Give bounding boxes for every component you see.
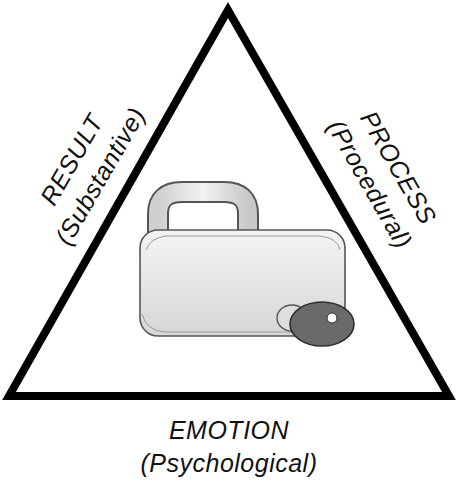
side-label: EMOTION (Psychological) — [140, 414, 317, 480]
lock-edge — [146, 236, 340, 250]
triangle-shape — [9, 10, 449, 396]
side-label: PROCESS (Procedural) — [320, 97, 449, 254]
key-head — [290, 302, 354, 346]
key-hole — [327, 313, 337, 323]
side-label: RESULT (Substantive) — [19, 85, 153, 251]
